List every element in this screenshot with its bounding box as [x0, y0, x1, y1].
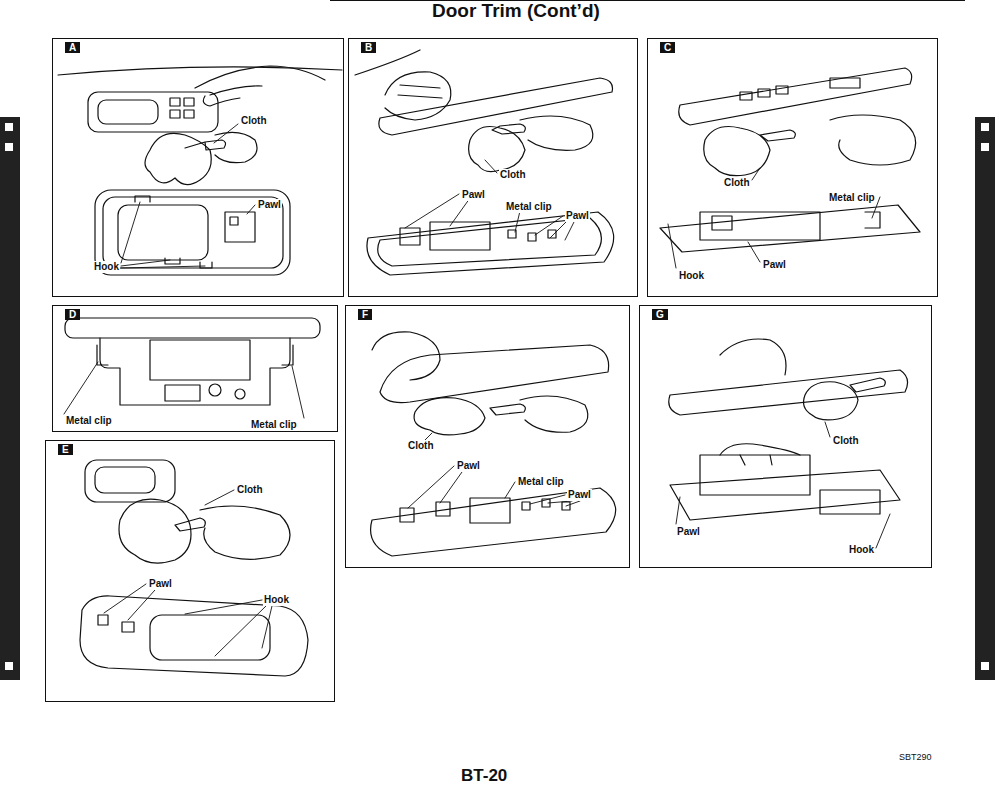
step-letter: B — [361, 42, 376, 53]
part-label: Pawl — [461, 189, 486, 201]
step-letter: F — [358, 309, 372, 320]
part-label: Pawl — [762, 259, 787, 271]
step-letter: A — [65, 42, 80, 53]
part-label: Hook — [678, 270, 705, 282]
part-label: Pawl — [257, 199, 282, 211]
step-panel: F — [345, 305, 630, 568]
part-label: Pawl — [565, 210, 590, 222]
part-label: Hook — [93, 261, 120, 273]
step-panel: D — [52, 305, 338, 432]
part-label: Cloth — [723, 177, 751, 189]
step-letter: E — [58, 444, 73, 455]
step-letter: G — [652, 309, 668, 320]
step-panel: B — [348, 38, 638, 297]
part-label: Cloth — [236, 484, 264, 496]
step-panel: C — [647, 38, 938, 297]
part-label: Metal clip — [65, 415, 113, 427]
part-label: Pawl — [456, 460, 481, 472]
part-label: Metal clip — [505, 201, 553, 213]
part-label: Metal clip — [517, 476, 565, 488]
part-label: Metal clip — [250, 419, 298, 431]
figure-code: SBT290 — [898, 751, 933, 763]
step-letter: D — [65, 309, 80, 320]
part-label: Cloth — [240, 115, 268, 127]
step-panel: A — [52, 38, 344, 297]
part-label: Cloth — [499, 169, 527, 181]
part-label: Cloth — [832, 435, 860, 447]
page-number: BT-20 — [460, 766, 508, 786]
part-label: Hook — [848, 544, 875, 556]
step-panel: E — [45, 440, 335, 702]
step-letter: C — [660, 42, 675, 53]
part-label: Metal clip — [828, 192, 876, 204]
part-label: Pawl — [676, 526, 701, 538]
part-label: Cloth — [407, 440, 435, 452]
part-label: Pawl — [148, 578, 173, 590]
part-label: Hook — [263, 594, 290, 606]
page-title: Door Trim (Cont’d) — [430, 1, 602, 21]
part-label: Pawl — [567, 489, 592, 501]
